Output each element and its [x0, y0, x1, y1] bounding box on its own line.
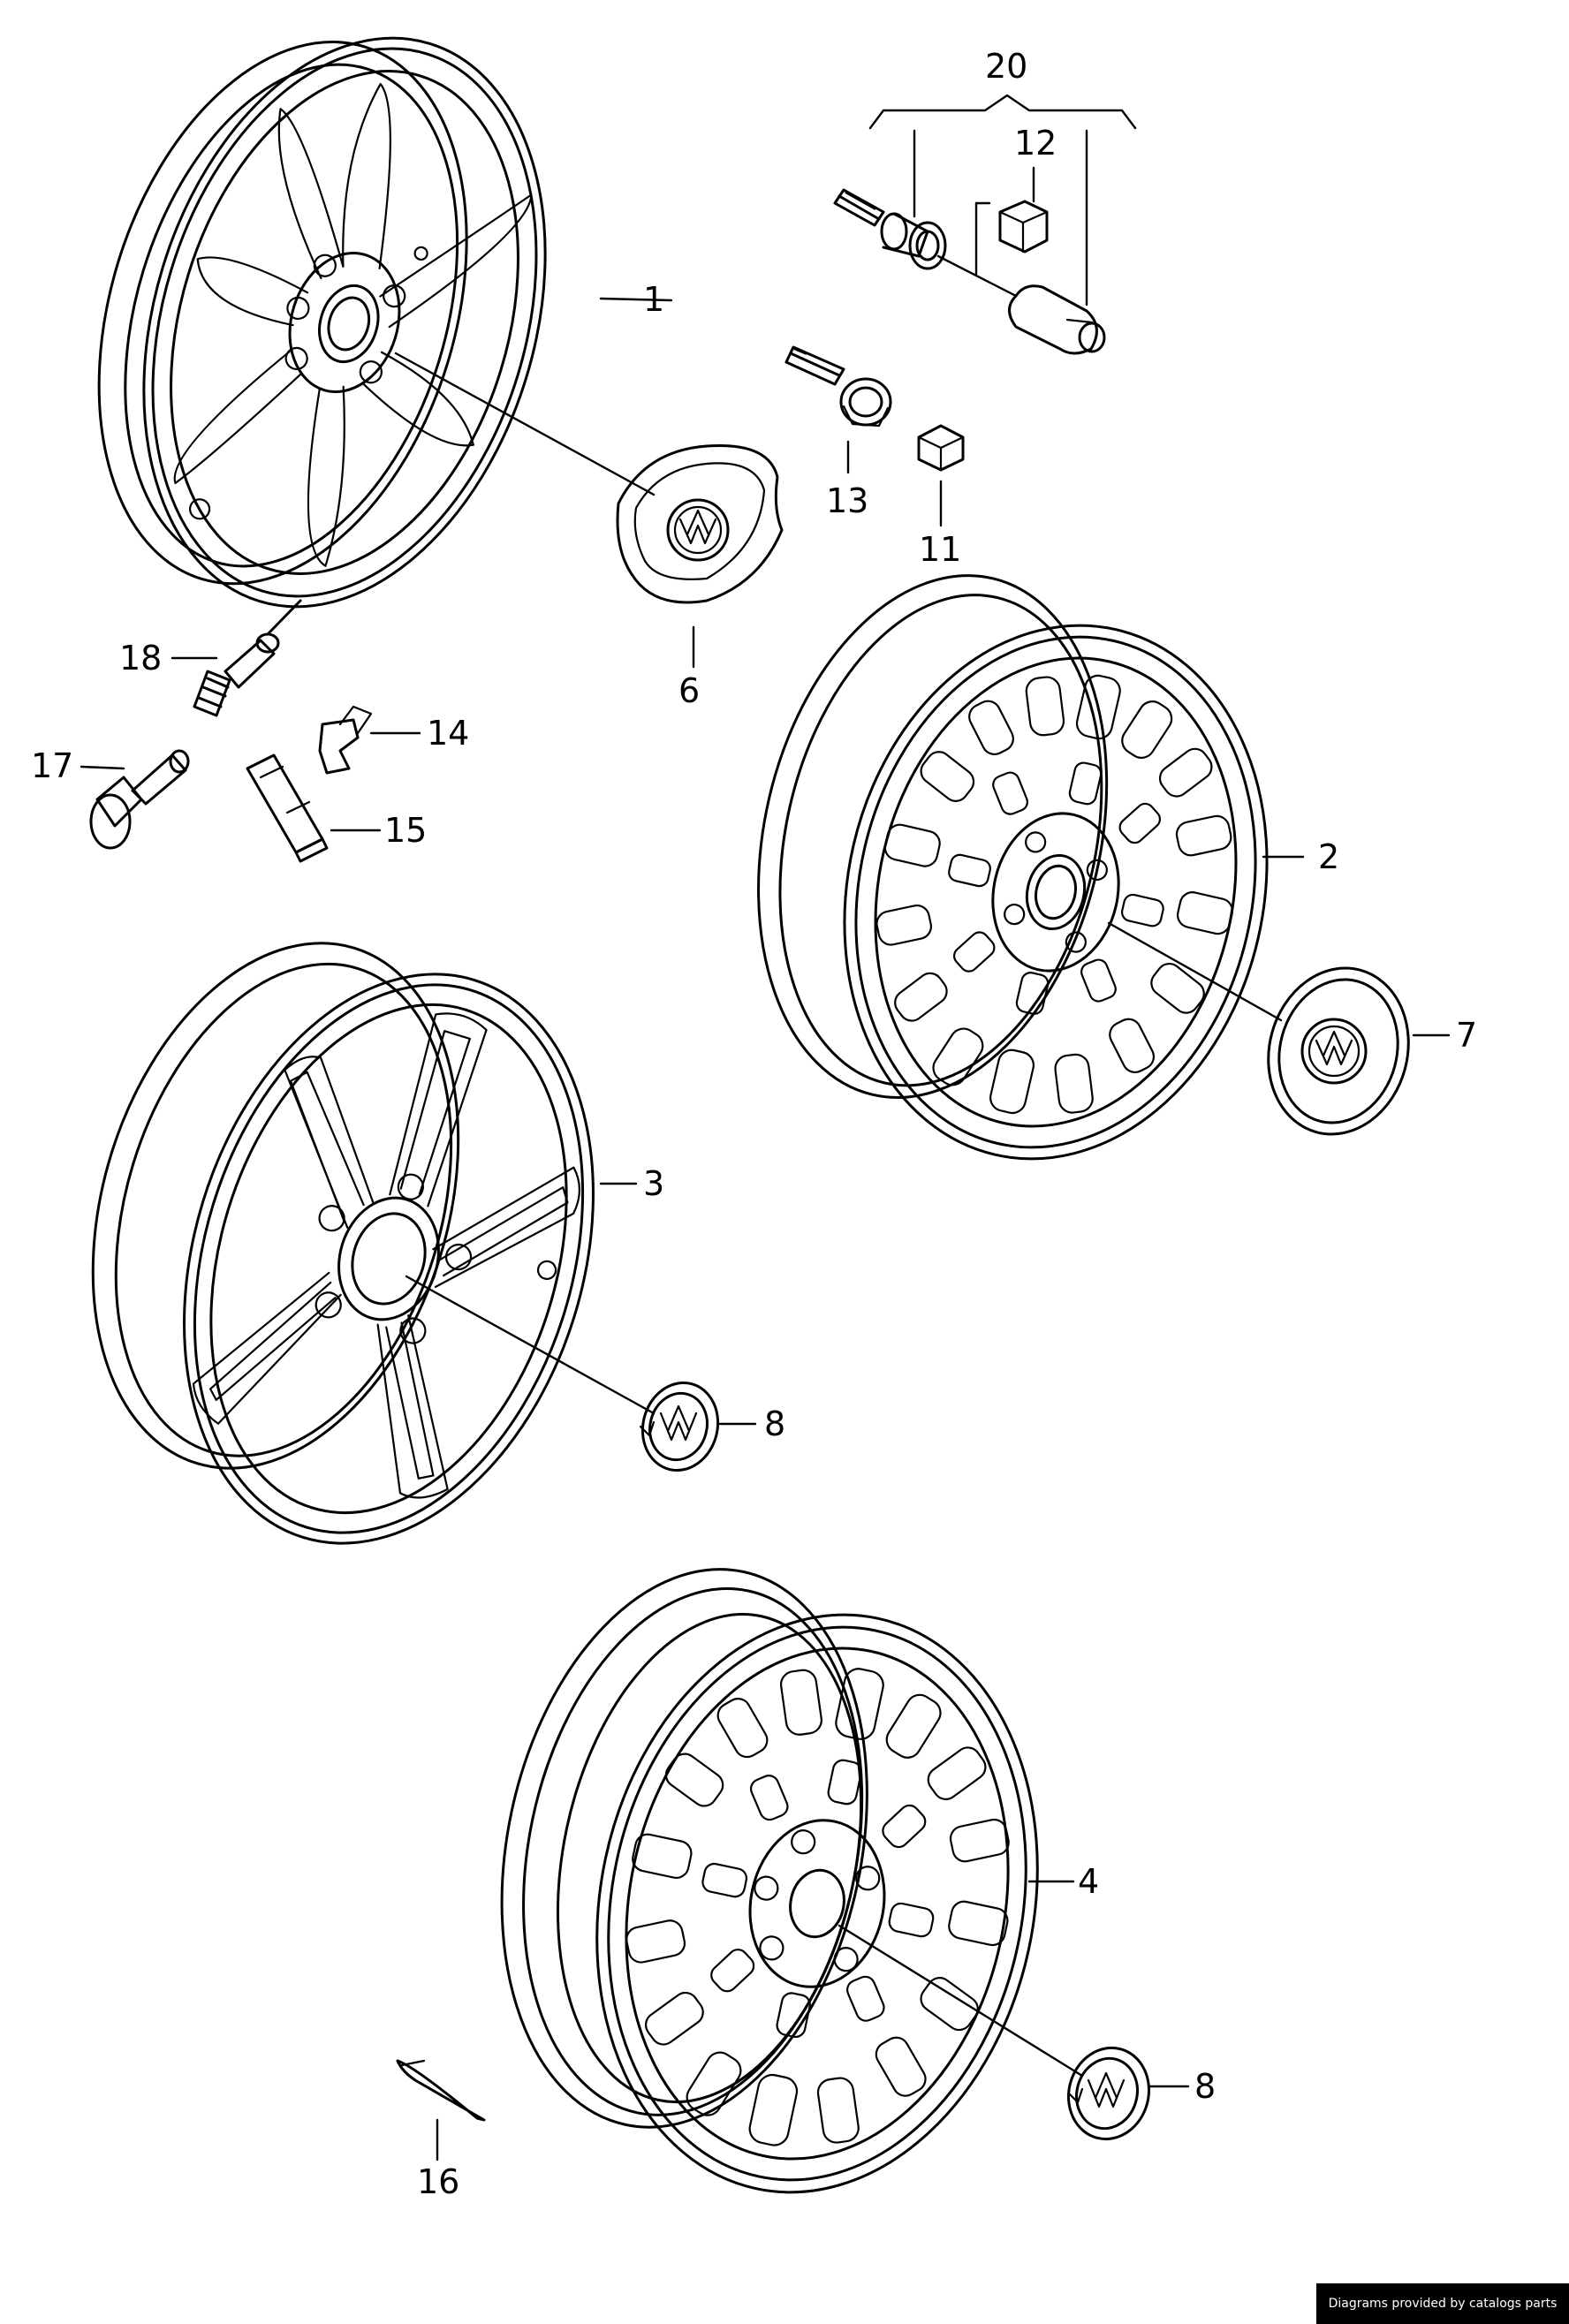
label-13: 13	[826, 481, 868, 520]
nut-11[interactable]	[917, 424, 965, 472]
label-2: 2	[1318, 837, 1339, 876]
leader-lines	[80, 94, 1451, 2161]
label-20: 20	[985, 47, 1027, 86]
bolt-13[interactable]	[784, 345, 892, 428]
wheel-1[interactable]	[35, 0, 611, 656]
label-3: 3	[643, 1164, 664, 1203]
credit-footer: Diagrams provided by catalogs parts	[1316, 2283, 1569, 2324]
clip-14[interactable]	[318, 705, 373, 775]
label-15: 15	[384, 811, 427, 850]
label-4: 4	[1078, 1862, 1099, 1901]
wheel-2[interactable]	[702, 541, 1323, 1201]
nut-12[interactable]	[998, 200, 1049, 254]
wheel-3-spokes	[192, 1012, 581, 1499]
label-14: 14	[427, 714, 469, 753]
washer-16[interactable]	[396, 2059, 486, 2122]
emblem-8-lower[interactable]	[1058, 2039, 1159, 2148]
label-12: 12	[1014, 124, 1057, 163]
balance-weight-15[interactable]	[246, 753, 329, 863]
wheel-4[interactable]	[445, 1535, 1093, 2234]
hub-cap-7[interactable]	[1250, 952, 1427, 1150]
label-11: 11	[919, 530, 961, 569]
wheel-2-lattice	[875, 674, 1234, 1115]
label-8-lower: 8	[1194, 2067, 1216, 2106]
bolt-20[interactable]	[833, 188, 1106, 355]
center-cap-6[interactable]	[616, 443, 784, 604]
valve-stem-18[interactable]	[193, 599, 302, 717]
label-16: 16	[417, 2162, 459, 2201]
label-6: 6	[678, 671, 700, 710]
wheel-3[interactable]	[20, 893, 660, 1593]
label-17: 17	[31, 746, 73, 785]
wheel-4-lattice	[625, 1668, 1010, 2146]
emblem-8-upper[interactable]	[633, 1374, 727, 1479]
label-1: 1	[643, 280, 664, 319]
part-labels: 1 2 3 4 6 7 8 8 11 12 13 14 15 16 17 18 …	[31, 47, 1477, 2201]
wheel-1-spokes	[173, 83, 533, 567]
label-7: 7	[1456, 1016, 1477, 1055]
label-8-upper: 8	[764, 1404, 785, 1443]
valve-stem-17[interactable]	[89, 749, 190, 850]
label-18: 18	[119, 639, 162, 678]
